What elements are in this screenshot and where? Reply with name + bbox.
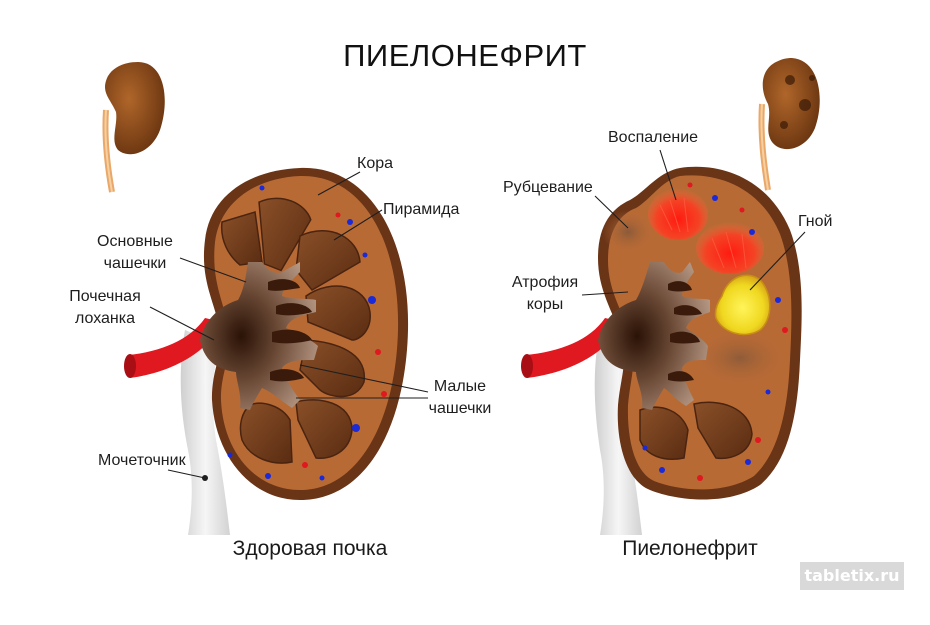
small-diseased-kidney-icon: [761, 58, 819, 190]
label-pyramid: Пирамида: [383, 200, 459, 220]
label-inflammation: Воспаление: [608, 128, 698, 148]
watermark: tabletix.ru: [800, 562, 904, 590]
label-atrophy-line2: коры: [500, 295, 590, 315]
label-minor-calyces-line1: Малые: [410, 377, 510, 397]
label-scarring: Рубцевание: [503, 178, 593, 198]
label-renal-pelvis-line2: лоханка: [50, 309, 160, 329]
label-ureter: Мочеточник: [98, 451, 186, 471]
page-title: ПИЕЛОНЕФРИТ: [0, 38, 930, 74]
caption-pyelonephritis: Пиелонефрит: [580, 536, 800, 562]
label-major-calyces-line1: Основные: [80, 232, 190, 252]
scarring-area: [602, 210, 654, 254]
label-renal-pelvis-line1: Почечная: [50, 287, 160, 307]
caption-healthy-kidney: Здоровая почка: [180, 536, 440, 562]
small-healthy-kidney-icon: [105, 62, 165, 192]
label-minor-calyces-line2: чашечки: [410, 399, 510, 419]
label-major-calyces-line2: чашечки: [80, 254, 190, 274]
label-cortex: Кора: [357, 154, 393, 174]
label-pus: Гной: [798, 212, 832, 232]
label-atrophy-line1: Атрофия: [500, 273, 590, 293]
